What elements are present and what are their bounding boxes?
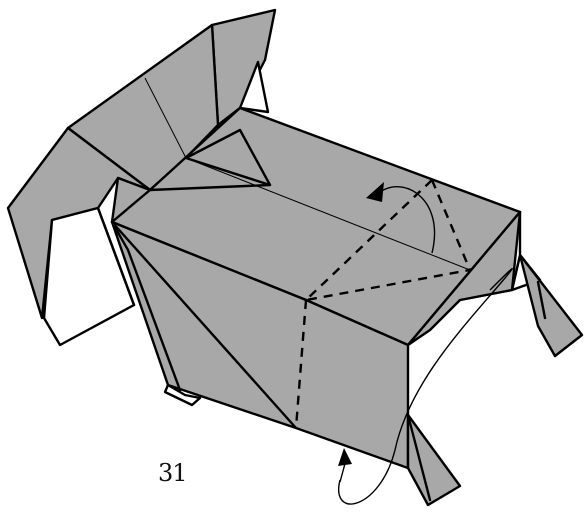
back-right-leg-flap	[520, 255, 582, 356]
front-right-leg	[408, 415, 460, 505]
step-number: 31	[158, 461, 187, 485]
